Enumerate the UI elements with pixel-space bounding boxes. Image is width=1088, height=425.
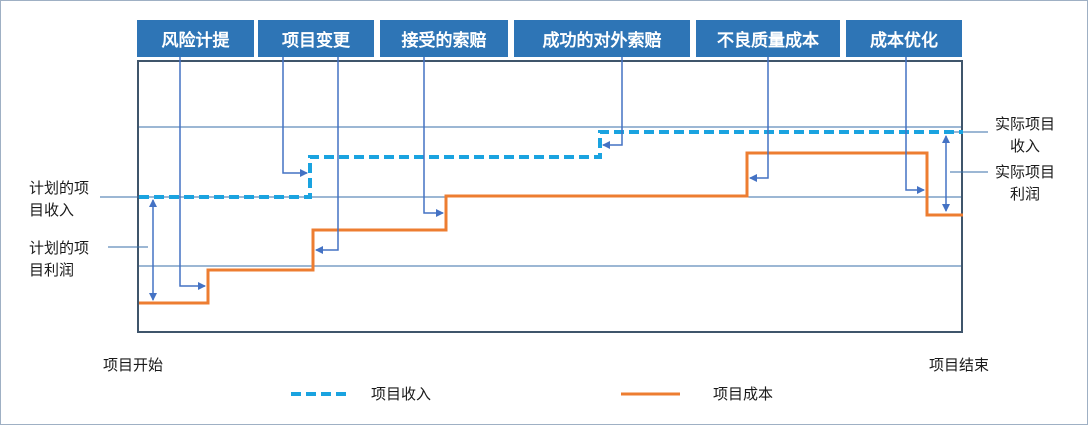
revenue-line	[139, 130, 963, 199]
legend-revenue-label: 项目收入	[371, 385, 432, 403]
arrow-accepted-claim	[423, 57, 444, 217]
label-project-start: 项目开始	[103, 356, 164, 374]
label-planned-profit: 计划的项 目利润	[29, 239, 90, 279]
label-project-end: 项目结束	[929, 356, 990, 374]
arrow-risk-provision	[179, 57, 206, 290]
event-cost-optimization: 成本优化	[846, 20, 962, 57]
label-actual-profit: 实际项目 利润	[994, 163, 1055, 203]
event-successful-external-claim: 成功的对外索赔	[514, 20, 690, 57]
leader-lines	[100, 131, 988, 248]
event-project-change: 项目变更	[258, 20, 374, 57]
arrow-cost-optimization	[905, 57, 925, 194]
cost-line	[139, 151, 963, 305]
event-accepted-claim: 接受的索赔	[380, 20, 508, 57]
arrow-project-change-cost	[315, 57, 339, 254]
dimension-arrows	[149, 135, 950, 301]
arrow-external-claim	[602, 57, 623, 149]
label-actual-revenue: 实际项目 收入	[994, 115, 1055, 155]
label-planned-revenue: 计划的项 目收入	[29, 179, 90, 219]
legend-cost-label: 项目成本	[713, 385, 774, 403]
arrow-poor-quality	[749, 57, 769, 182]
event-poor-quality-cost: 不良质量成本	[696, 20, 840, 57]
event-arrows	[179, 57, 925, 290]
arrow-project-change-revenue	[282, 57, 308, 177]
event-risk-provision: 风险计提	[137, 20, 254, 57]
